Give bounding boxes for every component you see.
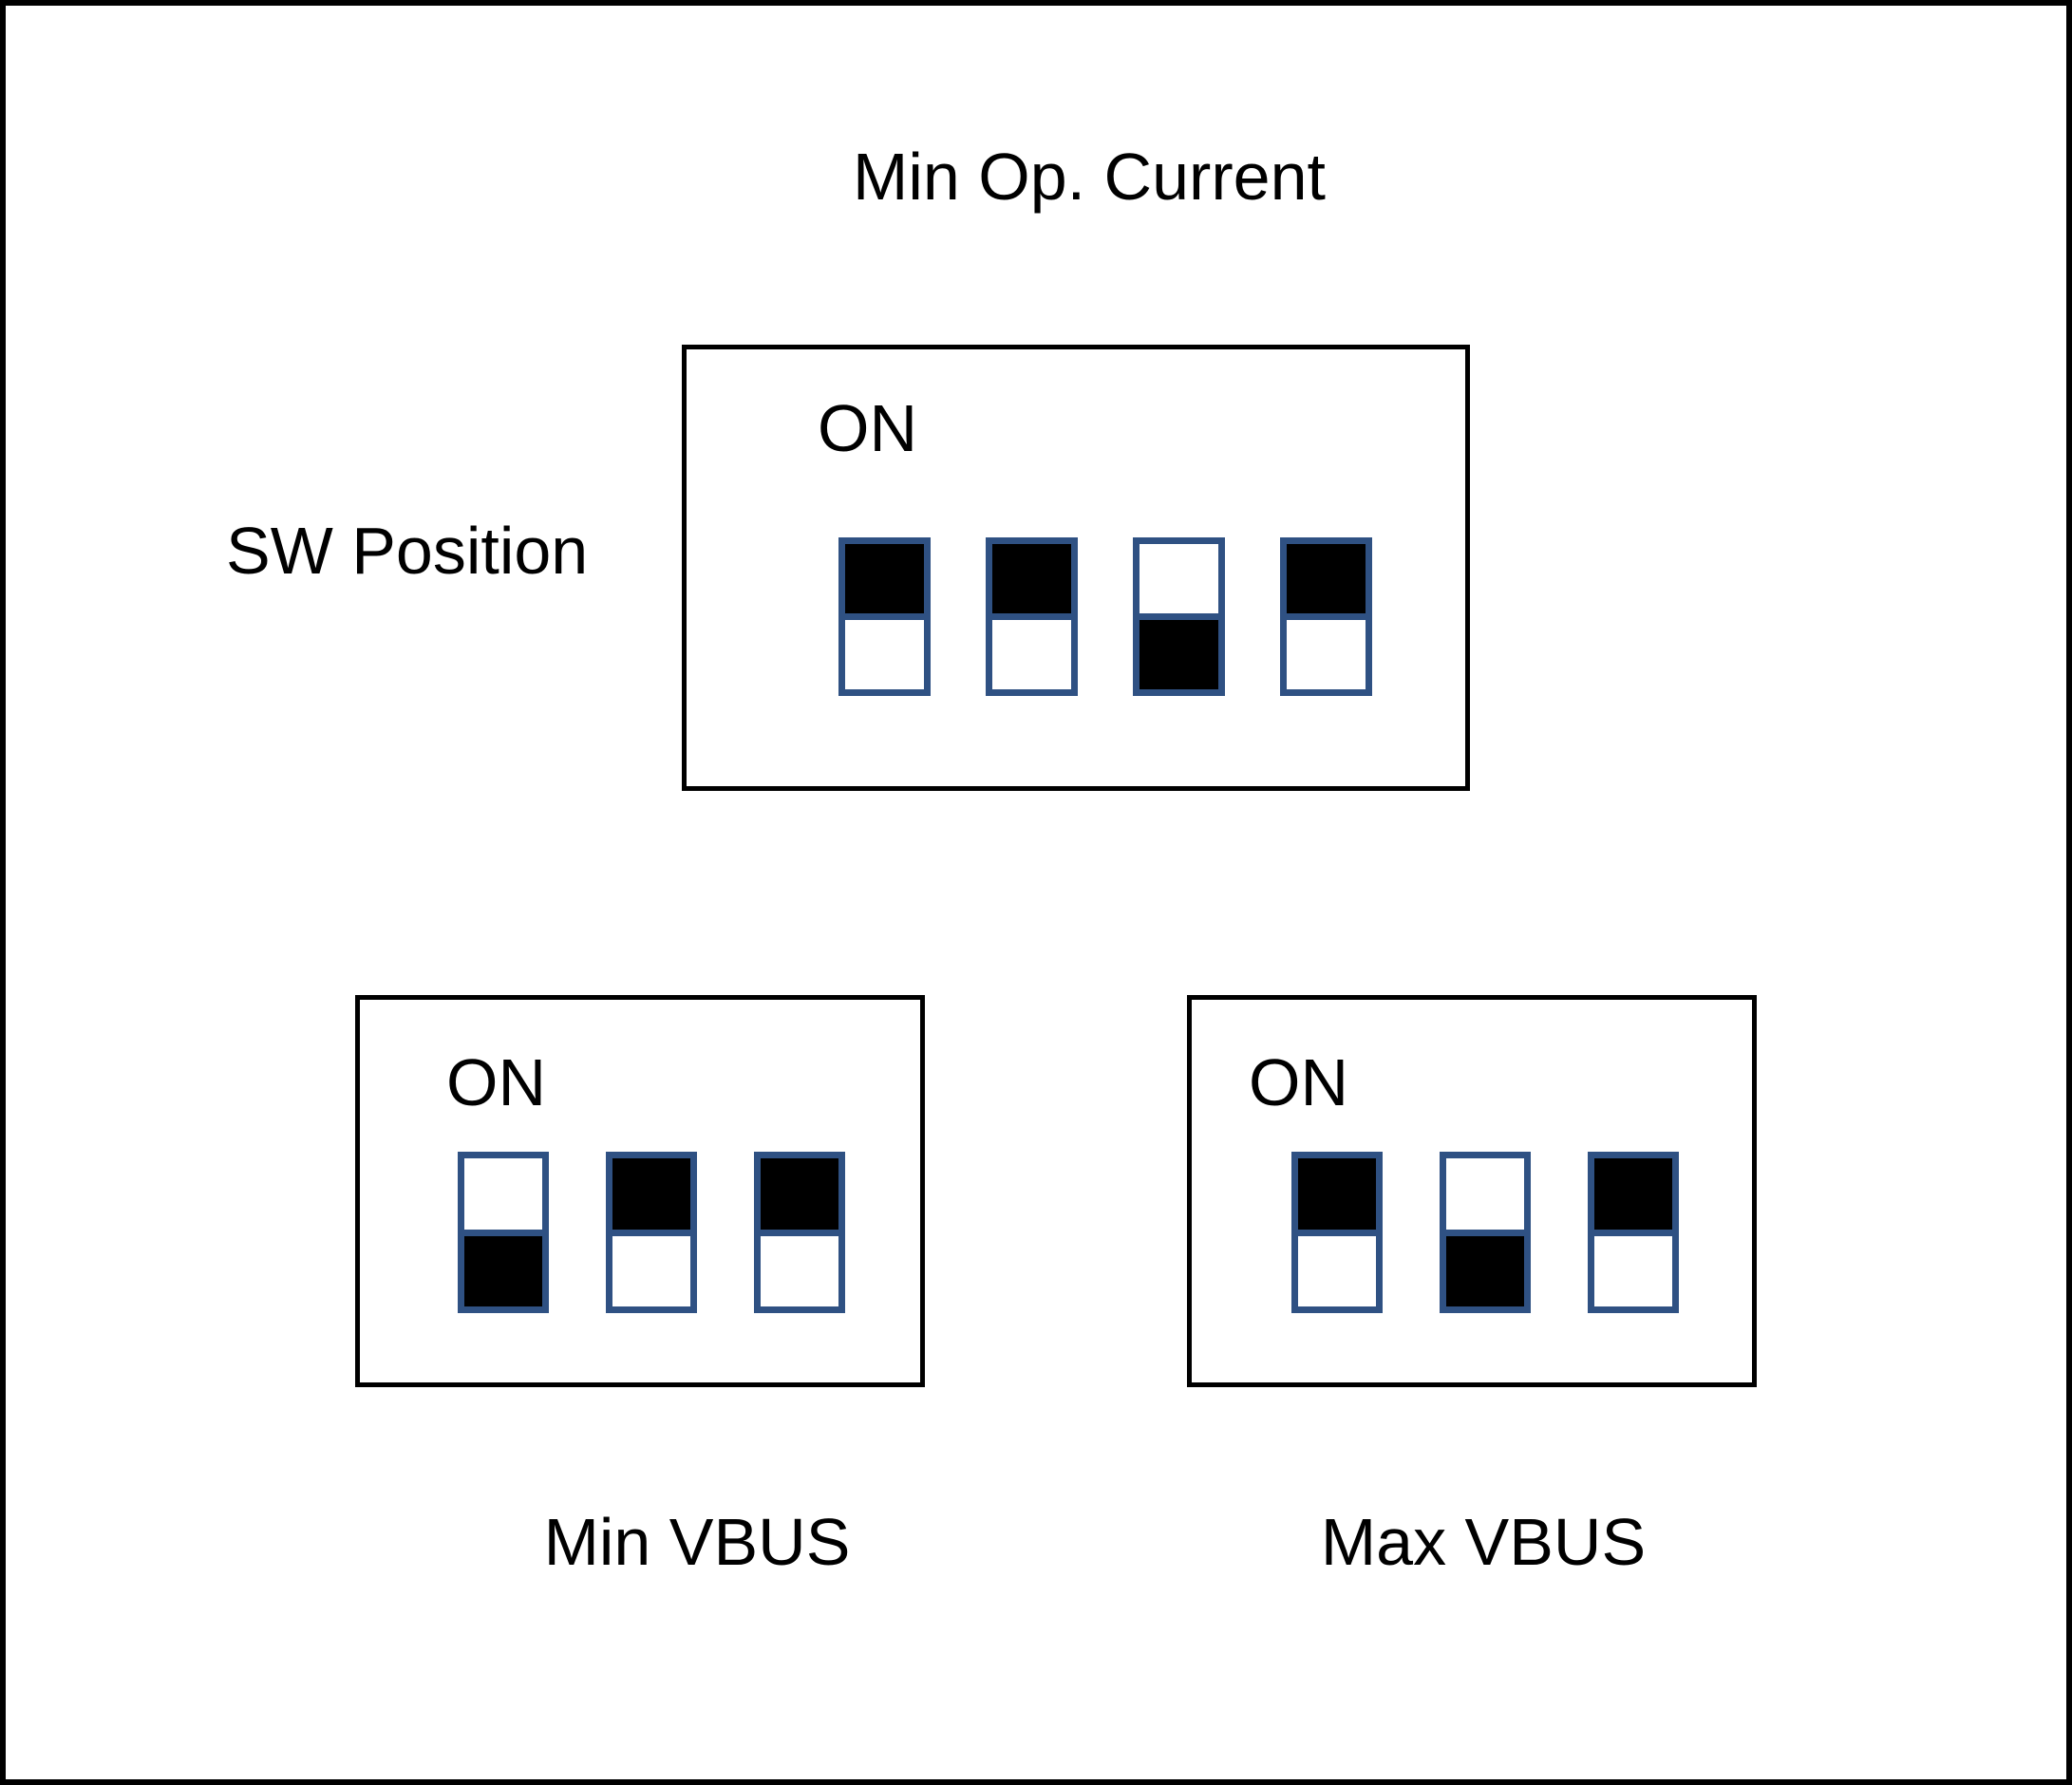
- dip-switch-top-half: [464, 1158, 542, 1230]
- dip-switch-bottom-half: [1594, 1229, 1672, 1307]
- dip-switch-on: [606, 1152, 697, 1313]
- dip-switch-bottom-half: [761, 1229, 838, 1307]
- dip-switch-top-half: [1446, 1158, 1524, 1230]
- min-vbus-label: Min VBUS: [543, 1505, 851, 1579]
- dip-switch-top-half: [1298, 1158, 1376, 1230]
- dip-switch-top-half: [1140, 544, 1218, 613]
- dip-switch-top-half: [992, 544, 1071, 613]
- dip-switch-row: [458, 1152, 845, 1313]
- dip-switch-bottom-half: [464, 1229, 542, 1306]
- dip-switch-on: [1588, 1152, 1679, 1313]
- dip-switch-top-half: [845, 544, 924, 613]
- dip-switch-on: [1291, 1152, 1383, 1313]
- dip-switch-bottom-half: [992, 613, 1071, 689]
- dip-switch-bottom-half: [1446, 1229, 1524, 1306]
- dip-switch-bottom-half: [1287, 613, 1366, 689]
- dip-switch-off: [458, 1152, 549, 1313]
- dip-switch-bottom-half: [1298, 1229, 1376, 1307]
- dip-switch-off: [1440, 1152, 1531, 1313]
- max-vbus-label: Max VBUS: [1320, 1505, 1647, 1579]
- dip-switch-bottom-half: [1140, 613, 1218, 689]
- top-panel-title: Min Op. Current: [853, 140, 1326, 214]
- dip-switch-on: [838, 537, 931, 696]
- dip-switch-top-half: [1594, 1158, 1672, 1230]
- dip-switch-row: [838, 537, 1372, 696]
- dip-switch-off: [1133, 537, 1225, 696]
- dip-switch-bottom-half: [612, 1229, 690, 1307]
- dip-switch-top-half: [1287, 544, 1366, 613]
- min-vbus-panel: ON: [355, 995, 925, 1387]
- dip-switch-top-half: [761, 1158, 838, 1230]
- sw-position-label: SW Position: [226, 514, 589, 588]
- min-op-current-panel: ON: [682, 345, 1470, 791]
- dip-switch-bottom-half: [845, 613, 924, 689]
- dip-switch-row: [1291, 1152, 1679, 1313]
- max-vbus-panel: ON: [1187, 995, 1757, 1387]
- dip-switch-top-half: [612, 1158, 690, 1230]
- dip-switch-on: [986, 537, 1078, 696]
- on-label: ON: [1249, 1045, 1348, 1119]
- on-label: ON: [446, 1045, 546, 1119]
- dip-switch-on: [754, 1152, 845, 1313]
- dip-switch-on: [1280, 537, 1372, 696]
- on-label: ON: [818, 391, 917, 465]
